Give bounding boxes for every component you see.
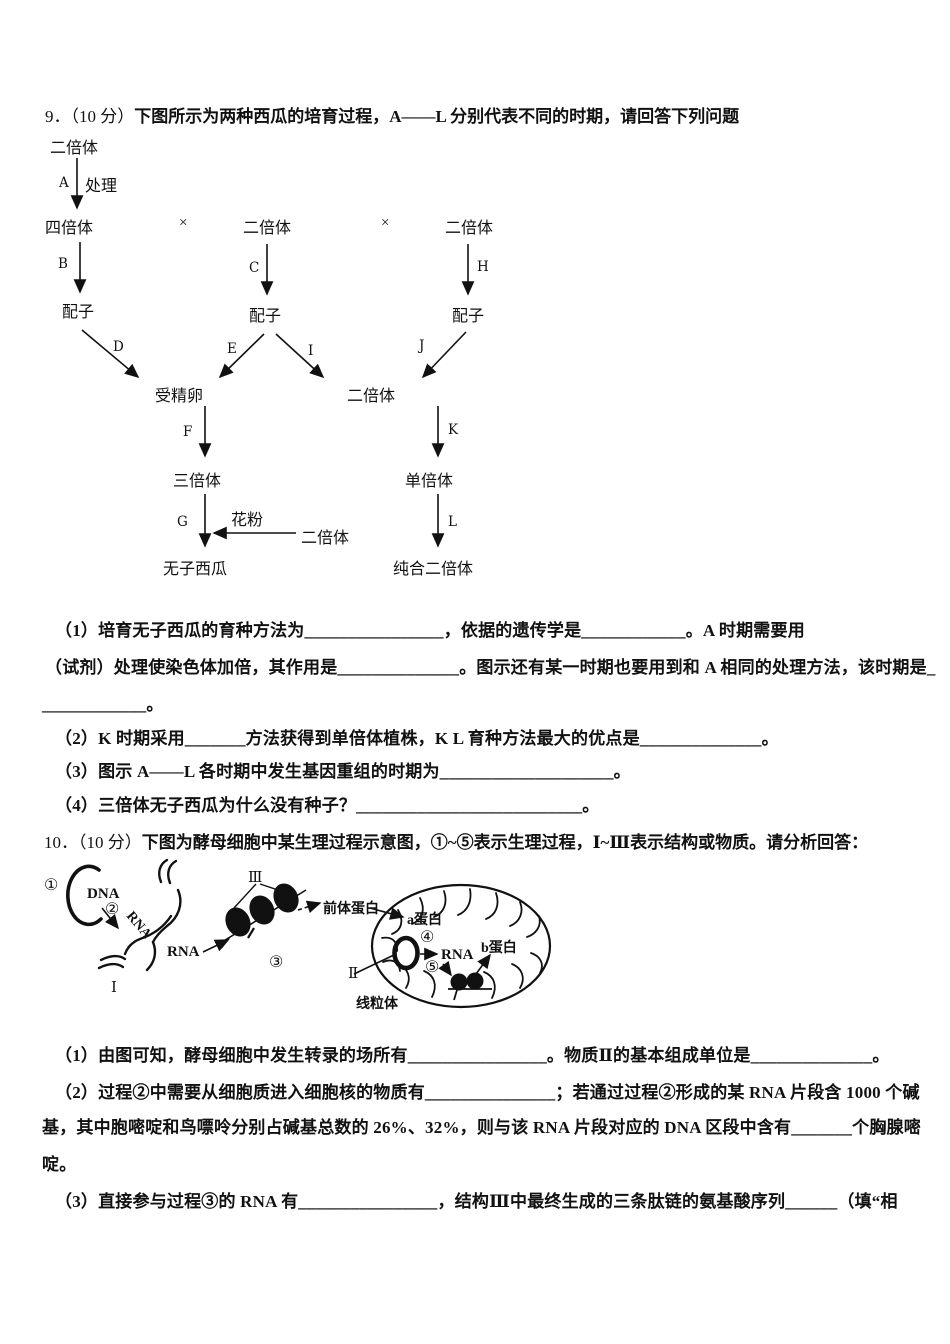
arrow-process-2 [101,907,119,930]
node-pollen-source: 二倍体 [301,530,350,547]
q10-question-2-line-3: 啶。 [42,1155,77,1174]
nuclear-dna-loop [66,864,103,927]
label-step-k: K [448,422,459,438]
node-triploid: 三倍体 [173,473,222,490]
label-step-c: C [249,260,260,276]
protein-b-label: b蛋白 [481,939,517,956]
q9-question-1-line-2: （试剂）处理使染色体加倍，其作用是______________。图示还有某一时期… [45,658,936,677]
flow-arrow-lines [70,158,475,548]
cross-sign-1: × [179,215,188,231]
circled-4-label: ④ [420,929,434,946]
arrow-i [275,333,325,379]
label-step-a: A [59,175,69,191]
mitochondrion [353,883,552,1009]
polysome [220,883,307,949]
circled-3-label: ③ [269,954,283,971]
arrow-to-protein-b [475,953,491,975]
q9-flowchart: 二倍体 A 处理 四倍体 × 二倍体 × 二倍体 B C H 配子 配子 配子 … [0,130,560,595]
q9-question-1-line-3: ____________。 [42,695,164,714]
pointer-line-structure-2 [353,953,397,975]
node-diploid-right: 二倍体 [445,220,494,237]
q10-question-2-line-2: 基，其中胞嘧啶和鸟嘌呤分别占碱基总数的 26%、32%，则与该 RNA 片段对应… [42,1118,921,1137]
label-treat: 处理 [85,178,118,195]
rna-diagonal-label: RNA [123,909,155,943]
label-step-i: I [308,343,314,359]
flowchart-arrows [70,158,475,548]
node-haploid: 单倍体 [405,473,454,490]
label-step-b: B [58,256,68,272]
structure-3-label: Ⅲ [248,870,262,886]
q9-question-3: （3）图示 A——L 各时期中发生基因重组的时期为_______________… [55,762,631,781]
circled-2-label: ② [105,901,119,918]
q10-number: 10．（10 分） [44,833,142,852]
arrow-rna-to-ribosome [202,939,230,953]
node-zygote: 受精卵 [155,388,204,405]
node-homozygous-diploid: 纯合二倍体 [393,561,474,578]
arrow-to-precursor [297,900,322,913]
q9-header: 9．（10 分）下图所示为两种西瓜的培育过程，A——L 分别代表不同的时期，请回… [45,102,739,127]
arrow-e [218,333,265,379]
arrow-process-5 [438,960,452,977]
q10-question-3: （3）直接参与过程③的 RNA 有________________，结构Ⅲ中最终… [55,1192,898,1211]
q9-question-1-line-1: （1）培育无子西瓜的育种方法为________________，依据的遗传学是_… [55,621,805,640]
label-pollen: 花粉 [231,512,264,529]
rna-free-label: RNA [167,944,200,960]
yeast-diagram-graphics: ① DNA ② RNA Ⅰ RNA Ⅲ ③ 前体蛋白 a蛋白 ④ RNA b蛋白… [44,858,552,1012]
circled-5-label: ⑤ [425,959,439,976]
q9-number: 9．（10 分） [45,107,135,126]
label-step-d: D [113,339,124,355]
circled-1-label: ① [44,877,58,894]
label-step-j: J [419,338,425,354]
node-gamete-2: 配子 [249,308,282,325]
precursor-protein-label: 前体蛋白 [323,900,379,917]
q9-title: 下图所示为两种西瓜的培育过程，A——L 分别代表不同的时期，请回答下列问题 [134,107,740,126]
structure-2-label: Ⅱ [348,966,358,982]
q10-header: 10．（10 分）下图为酵母细胞中某生理过程示意图，①~⑤表示生理过程，Ⅰ~Ⅲ表… [44,828,868,853]
node-gamete-3: 配子 [452,308,485,325]
q10-title: 下图为酵母细胞中某生理过程示意图，①~⑤表示生理过程，Ⅰ~Ⅲ表示结构或物质。请分… [141,833,869,852]
dna-label: DNA [87,886,120,902]
label-step-l: L [448,514,457,530]
mitochondrion-label: 线粒体 [356,995,399,1012]
q10-question-2-line-1: （2）过程②中需要从细胞质进入细胞核的物质有_______________；若通… [55,1083,920,1102]
label-step-g: G [177,514,188,530]
label-step-e: E [227,341,237,357]
node-seedless: 无子西瓜 [163,561,228,578]
node-tetraploid: 四倍体 [45,220,94,237]
mito-ribosomes [448,972,492,1001]
q10-question-1: （1）由图可知，酵母细胞中发生转录的场所有________________。物质… [55,1046,890,1065]
arrow-d [81,329,140,379]
label-step-h: H [477,259,489,275]
label-step-f: F [183,424,193,440]
rna-mito-label: RNA [441,947,474,963]
chromatin-strands [97,858,182,972]
node-diploid-low: 二倍体 [347,388,396,405]
arrow-j [421,331,467,379]
mitochondrial-dna-ring [392,935,420,971]
node-diploid-top: 二倍体 [50,140,99,157]
q9-question-2: （2）K 时期采用_______方法获得到单倍体植株，K L 育种方法最大的优点… [55,729,779,748]
node-diploid-mid: 二倍体 [243,220,292,237]
node-gamete-1: 配子 [62,304,95,321]
q9-question-4: （4）三倍体无子西瓜为什么没有种子？______________________… [55,796,600,815]
protein-a-label: a蛋白 [407,911,442,928]
structure-1-label: Ⅰ [111,980,117,996]
cross-sign-2: × [381,215,390,231]
q10-yeast-diagram: ① DNA ② RNA Ⅰ RNA Ⅲ ③ 前体蛋白 a蛋白 ④ RNA b蛋白… [40,858,680,1026]
